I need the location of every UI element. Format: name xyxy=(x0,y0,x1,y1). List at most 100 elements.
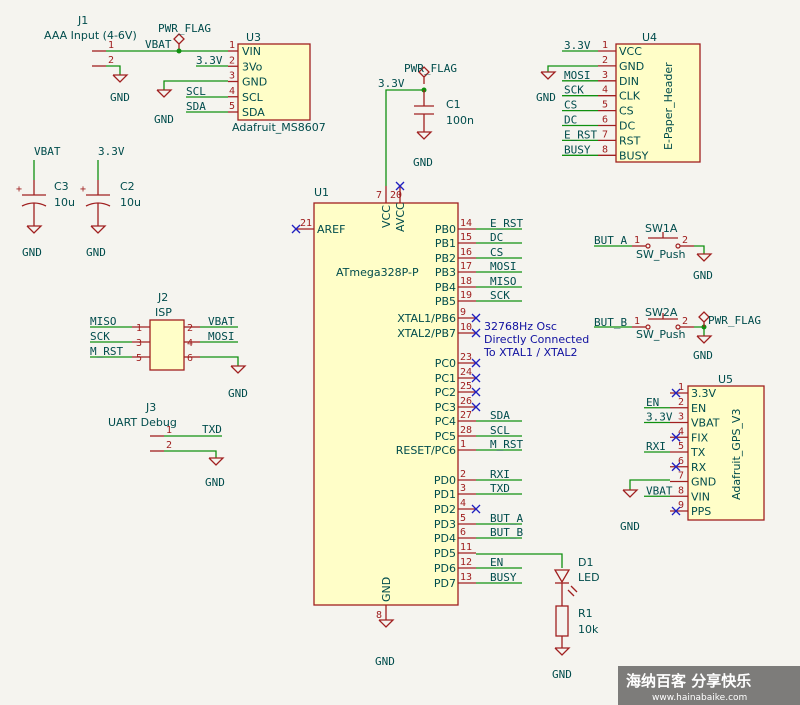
j2-pin[interactable]: 5M_RST xyxy=(90,345,150,364)
u5-pin-number: 1 xyxy=(678,382,684,393)
u4-pin-name: BUSY xyxy=(619,149,649,162)
xtal-note: 32768Hz Osc Directly Connected To XTAL1 … xyxy=(483,320,589,359)
u4-net-label: 3.3V xyxy=(564,39,591,52)
u3-net-sda: SDA xyxy=(186,100,206,113)
switch-sw2a[interactable]: SW2A BUT_B 1 2 PWR_FLAG SW_Push xyxy=(594,306,761,341)
u3-pin-number: 3 xyxy=(229,71,235,82)
mcu-u1-atmega328p[interactable]: U1 ATmega328P-P 7 20 VCC AVCC 21 AREF 8 … xyxy=(291,181,524,621)
gnd-symbol: GND xyxy=(86,225,107,259)
sw1-value: SW_Push xyxy=(636,248,686,261)
u1-pin-number: 4 xyxy=(460,498,466,509)
u4-net-label: SCK xyxy=(564,84,584,97)
u1-pin-number: 28 xyxy=(460,425,472,436)
j3-net-txd: TXD xyxy=(202,423,222,436)
u1-pin-number: 13 xyxy=(460,572,472,583)
resistor-r1[interactable]: R1 10k xyxy=(555,605,599,648)
u1-pin-name: PB3 xyxy=(435,266,456,279)
j2-value: ISP xyxy=(155,306,172,319)
connector-j1[interactable]: J1 AAA Input (4-6V) 1 2 VBAT xyxy=(44,14,228,75)
sw2-value: SW_Push xyxy=(636,328,686,341)
led-d1[interactable]: D1 LED xyxy=(476,553,600,606)
u4-net-label: CS xyxy=(564,99,577,112)
u4-pin-number: 3 xyxy=(602,70,608,81)
no-connect-marker xyxy=(471,504,481,514)
u5-pin-number: 2 xyxy=(678,397,684,408)
gnd-symbol: GND xyxy=(413,131,433,169)
capacitor-c3[interactable]: VBAT + C3 10u xyxy=(16,145,75,226)
u4-pin-name: CS xyxy=(619,105,634,118)
u1-net-label: BUT_B xyxy=(490,526,523,539)
j2-pin[interactable]: 6 xyxy=(184,353,200,364)
u1-pin-number: 14 xyxy=(460,218,472,229)
capacitor-c2[interactable]: 3.3V + C2 10u xyxy=(80,145,141,226)
capacitor-c1[interactable]: 3.3V PWR_FLAG C1 100n xyxy=(378,62,474,186)
no-connect-marker xyxy=(471,313,481,323)
u3-value: Adafruit_MS8607 xyxy=(232,121,326,134)
svg-text:AREF: AREF xyxy=(317,223,345,236)
u4-pin-number: 7 xyxy=(602,129,608,140)
u1-pin-number: 26 xyxy=(460,396,472,407)
switch-sw1a[interactable]: SW1A BUT_A 1 2 SW_Push xyxy=(594,222,705,261)
connector-j3-uart[interactable]: J3 UART Debug 1 2 TXD xyxy=(108,401,222,458)
u4-pin-number: 4 xyxy=(602,85,608,96)
u3-pin-number: 5 xyxy=(229,101,235,112)
no-connect-marker xyxy=(471,402,481,412)
j1-pin2: 2 xyxy=(108,55,114,66)
svg-text:GND: GND xyxy=(536,91,556,104)
